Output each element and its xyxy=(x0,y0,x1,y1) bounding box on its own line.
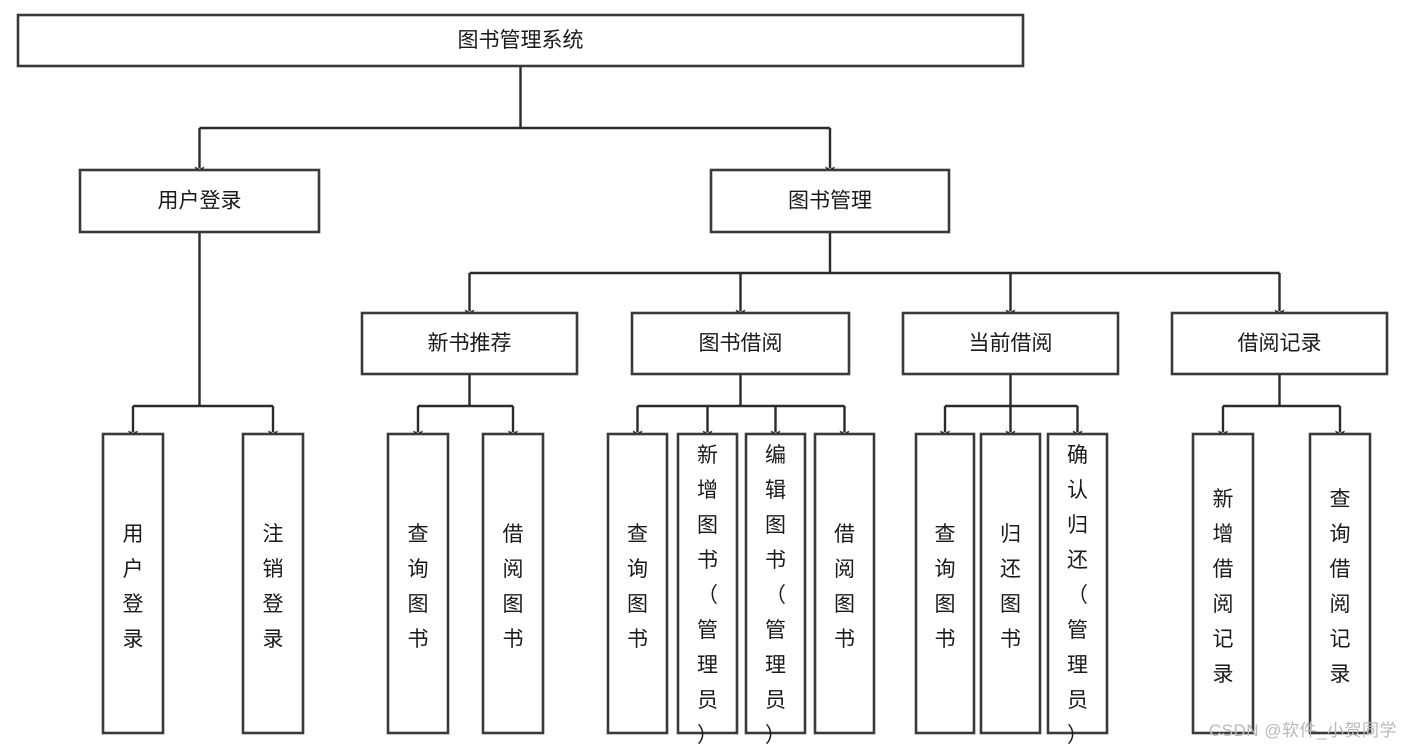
leaf-label: 查询图书 xyxy=(408,523,429,651)
leaf-node-10[interactable]: 确认归还（管理员） xyxy=(1046,432,1109,747)
leaf-node-8[interactable]: 查询图书 xyxy=(914,432,976,735)
leaf-label: 归还图书 xyxy=(1000,523,1021,651)
node-label: 图书借阅 xyxy=(699,332,783,355)
node-box[interactable] xyxy=(78,168,321,234)
leaf-label: 查询图书 xyxy=(627,523,648,651)
node-label: 用户登录 xyxy=(158,190,242,213)
node-box[interactable] xyxy=(1170,311,1389,376)
leaf-box[interactable] xyxy=(979,432,1042,735)
leaf-node-11[interactable]: 新增借阅记录 xyxy=(1191,432,1255,735)
leaf-box[interactable] xyxy=(606,432,669,735)
leaf-label: 注销登录 xyxy=(263,523,284,651)
node-box[interactable] xyxy=(16,13,1025,68)
node-label: 当前借阅 xyxy=(969,332,1053,355)
leaf-box[interactable] xyxy=(1308,432,1372,735)
root-node-图书管理系统[interactable]: 图书管理系统 xyxy=(16,13,1025,68)
node-label: 图书管理 xyxy=(788,190,872,213)
level3-node-借阅记录[interactable]: 借阅记录 xyxy=(1170,311,1389,376)
leaf-box[interactable] xyxy=(481,432,545,735)
node-box[interactable] xyxy=(901,311,1120,376)
level3-node-新书推荐[interactable]: 新书推荐 xyxy=(360,311,579,376)
leaf-box[interactable] xyxy=(1191,432,1255,735)
node-label: 借阅记录 xyxy=(1238,332,1322,355)
leaf-box[interactable] xyxy=(241,432,305,735)
node-label: 新书推荐 xyxy=(428,332,512,355)
node-box[interactable] xyxy=(709,168,951,234)
level3-node-图书借阅[interactable]: 图书借阅 xyxy=(630,311,851,376)
leaf-box[interactable] xyxy=(1046,432,1109,735)
leaf-node-9[interactable]: 归还图书 xyxy=(979,432,1042,735)
leaf-node-0[interactable]: 用户登录 xyxy=(101,432,165,735)
connector-layer xyxy=(128,66,1345,442)
leaf-label: 新增图书（管理员） xyxy=(697,444,718,747)
level2-node-图书管理[interactable]: 图书管理 xyxy=(709,168,951,234)
leaf-label: 借阅图书 xyxy=(503,523,524,651)
leaf-node-1[interactable]: 注销登录 xyxy=(241,432,305,735)
leaf-label: 用户登录 xyxy=(123,523,144,651)
leaf-node-6[interactable]: 编辑图书（管理员） xyxy=(744,432,807,747)
leaf-node-5[interactable]: 新增图书（管理员） xyxy=(676,432,739,747)
leaf-label: 查询借阅记录 xyxy=(1330,488,1351,686)
leaf-node-2[interactable]: 查询图书 xyxy=(386,432,450,735)
leaf-node-4[interactable]: 查询图书 xyxy=(606,432,669,735)
leaf-label: 新增借阅记录 xyxy=(1213,488,1234,686)
leaf-label: 查询图书 xyxy=(935,523,956,651)
node-layer: 图书管理系统用户登录图书管理新书推荐图书借阅当前借阅借阅记录用户登录注销登录查询… xyxy=(16,13,1389,747)
leaf-box[interactable] xyxy=(101,432,165,735)
node-box[interactable] xyxy=(630,311,851,376)
leaf-label: 确认归还（管理员） xyxy=(1067,444,1088,747)
leaf-box[interactable] xyxy=(386,432,450,735)
node-box[interactable] xyxy=(360,311,579,376)
leaf-label: 借阅图书 xyxy=(834,523,855,651)
leaf-node-3[interactable]: 借阅图书 xyxy=(481,432,545,735)
leaf-box[interactable] xyxy=(744,432,807,735)
level3-node-当前借阅[interactable]: 当前借阅 xyxy=(901,311,1120,376)
leaf-label: 编辑图书（管理员） xyxy=(765,444,786,747)
leaf-node-7[interactable]: 借阅图书 xyxy=(813,432,876,735)
leaf-box[interactable] xyxy=(813,432,876,735)
leaf-box[interactable] xyxy=(676,432,739,735)
level2-node-用户登录[interactable]: 用户登录 xyxy=(78,168,321,234)
watermark-text: CSDN @软件_小贺同学 xyxy=(1208,721,1397,740)
leaf-box[interactable] xyxy=(914,432,976,735)
node-label: 图书管理系统 xyxy=(458,29,584,52)
leaf-node-12[interactable]: 查询借阅记录 xyxy=(1308,432,1372,735)
